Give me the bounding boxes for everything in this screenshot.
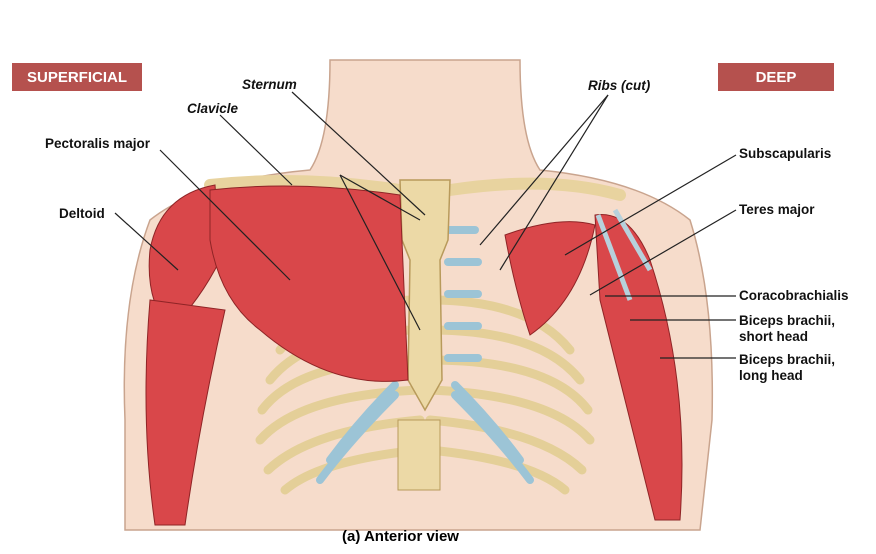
label-line: short head	[739, 329, 809, 344]
label-subscapularis: Subscapularis	[739, 146, 832, 161]
deep-badge: DEEP	[718, 63, 834, 91]
sternum-bone	[399, 179, 451, 412]
ribcage	[255, 295, 595, 495]
leader-lines	[114, 91, 737, 359]
label-teres-major: Teres major	[739, 202, 815, 217]
arm-muscle	[145, 299, 226, 526]
label-ribs-cut: Ribs (cut)	[588, 78, 651, 93]
clavicle-right	[444, 177, 626, 201]
caption-anterior-view: (a) Anterior view	[342, 528, 459, 545]
label-clavicle: Clavicle	[187, 101, 239, 116]
costal-cartilage	[316, 226, 534, 484]
label-line: long head	[739, 368, 803, 383]
label-line: Biceps brachii,	[739, 352, 836, 367]
label-pectoralis-major: Pectoralis major	[45, 136, 151, 151]
label-coracobrachialis: Coracobrachialis	[739, 288, 849, 303]
pectoralis-major-muscle	[209, 185, 409, 382]
label-deltoid: Deltoid	[59, 206, 105, 221]
vertebra	[397, 419, 441, 491]
label-line: Biceps brachii,	[739, 313, 836, 328]
label-sternum: Sternum	[242, 77, 297, 92]
label-biceps-long-head: Biceps brachii, long head	[739, 352, 835, 384]
deltoid-muscle	[148, 184, 221, 331]
biceps-coracobrachialis-muscle	[594, 214, 683, 521]
tendons	[595, 208, 653, 301]
clavicle-left	[204, 175, 406, 196]
label-biceps-short-head: Biceps brachii, short head	[739, 313, 835, 345]
superficial-badge: SUPERFICIAL	[12, 63, 142, 91]
